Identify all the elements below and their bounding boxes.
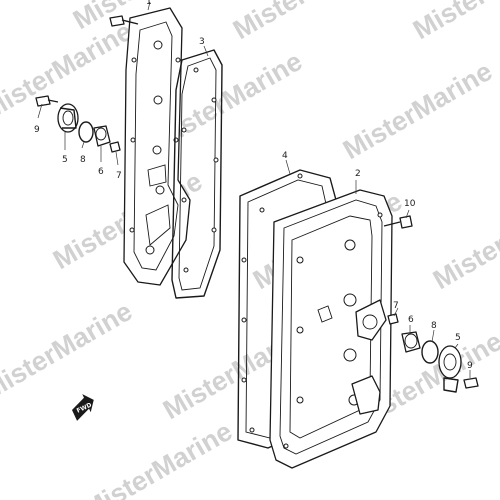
watermark: MisterMarine xyxy=(428,186,500,295)
part-7-screw-right xyxy=(387,313,399,325)
callout-6-left: 6 xyxy=(98,167,104,177)
left-fitting-assembly xyxy=(35,15,139,153)
fwd-arrow-indicator: FWD xyxy=(72,394,94,421)
callout-5-left: 5 xyxy=(62,155,68,165)
part-5-anode-cover-right xyxy=(438,345,462,393)
part-7-screw-left xyxy=(109,141,121,153)
part-2-outer-cover xyxy=(269,189,393,469)
part-6-anode-right xyxy=(401,331,421,353)
callout-3: 3 xyxy=(199,37,205,47)
callout-7-left: 7 xyxy=(116,171,122,181)
leader-lines xyxy=(37,1,471,378)
callout-10: 10 xyxy=(404,199,416,209)
callout-4: 4 xyxy=(282,151,288,161)
callout-2: 2 xyxy=(355,169,361,179)
watermark: MisterMarine xyxy=(78,416,237,500)
callout-1: 1 xyxy=(146,0,152,7)
part-8-o-ring-right xyxy=(421,340,439,364)
right-fitting-assembly xyxy=(383,215,479,393)
part-10-bolt-top xyxy=(109,15,139,27)
watermark: MisterMarine xyxy=(338,56,497,165)
callout-5-right: 5 xyxy=(455,333,461,343)
callout-9-right: 9 xyxy=(467,361,473,371)
watermark: MisterMarine xyxy=(0,296,137,405)
callout-8-left: 8 xyxy=(80,155,86,165)
part-6-anode-left xyxy=(93,125,111,147)
part-8-o-ring-left xyxy=(78,121,94,143)
part-9-bolt-right xyxy=(463,377,479,389)
part-9-bolt-left xyxy=(35,95,59,107)
fwd-arrow-icon xyxy=(72,394,94,421)
callout-7-right: 7 xyxy=(393,301,399,311)
callout-9-left: 9 xyxy=(34,125,40,135)
callout-8-right: 8 xyxy=(431,321,437,331)
part-1-inner-cover xyxy=(123,7,191,286)
watermark: MisterMarine xyxy=(408,0,500,45)
part-3-gasket xyxy=(171,49,223,299)
callout-6-right: 6 xyxy=(408,315,414,325)
part-5-anode-cover-left xyxy=(57,103,79,133)
part-10-bolt-right xyxy=(383,215,413,229)
callout-labels: 1 2 3 4 5 6 7 8 9 10 5 6 7 8 9 xyxy=(34,0,473,371)
watermark: MisterMarine xyxy=(228,0,387,45)
